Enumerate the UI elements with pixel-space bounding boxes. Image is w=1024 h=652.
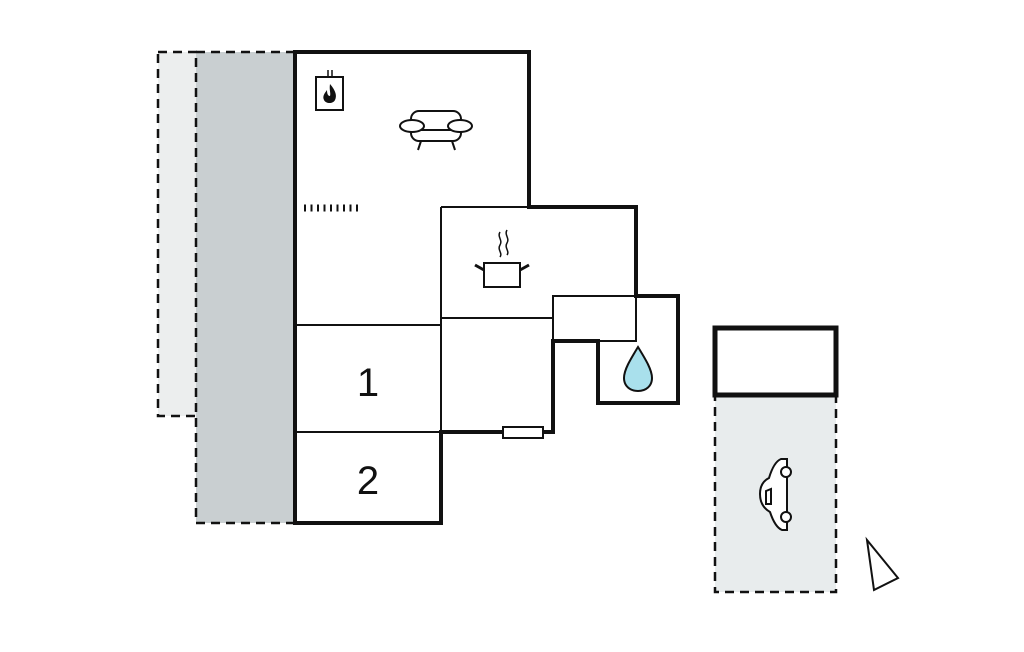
shed	[712, 325, 839, 398]
terrace	[194, 50, 297, 525]
room-label-2: 2	[357, 459, 379, 503]
fireplace-icon	[315, 70, 344, 111]
kitchen-pot-icon	[474, 229, 530, 288]
sofa-icon	[399, 110, 473, 151]
car-icon	[758, 458, 792, 531]
interior-walls	[295, 206, 637, 433]
window	[502, 426, 544, 439]
water-drop-icon	[622, 345, 654, 393]
room-label-1: 1	[357, 361, 379, 405]
outdoor-area-light	[156, 50, 199, 418]
north-arrow-icon	[865, 536, 900, 592]
